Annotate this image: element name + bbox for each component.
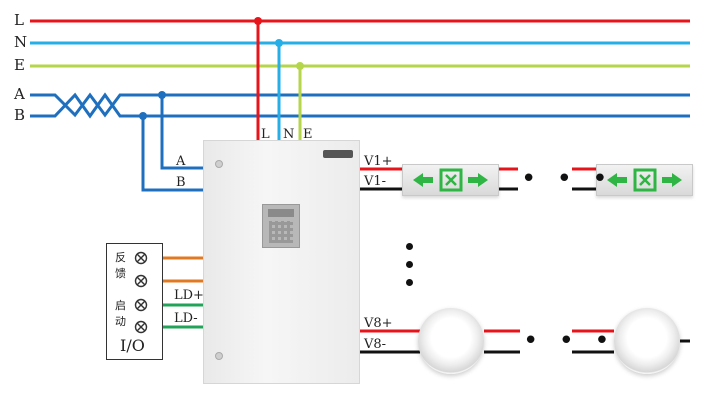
vertical-dot-1 (406, 243, 413, 250)
terminal-E: E (303, 127, 313, 142)
ld-plus-label: LD+ (174, 288, 204, 303)
vertical-dot-3 (406, 279, 413, 286)
label-B: B (14, 106, 26, 124)
io-title: I/O (120, 336, 145, 355)
junction-N (275, 39, 283, 47)
exit-sign-1 (402, 164, 499, 196)
exit-sign-icon (413, 168, 488, 192)
v8-plus-label: V8+ (364, 316, 393, 331)
io-module (106, 243, 163, 360)
feedback-char-1: 反 (115, 251, 126, 264)
junction-B (139, 112, 147, 120)
ld-minus-label: LD- (174, 311, 198, 326)
v8-minus-label: V8- (364, 337, 387, 352)
continuation-dots-row8: • • • (523, 326, 616, 356)
terminal-B: B (176, 175, 186, 190)
label-E: E (14, 56, 25, 74)
bus-line-B (30, 92, 690, 119)
downlight-1 (418, 308, 484, 374)
start-char-1: 启 (115, 299, 126, 312)
junction-E (296, 62, 304, 70)
terminal-N: N (283, 127, 295, 142)
terminal-icon (134, 251, 148, 334)
io-terminals (134, 251, 148, 334)
v1-plus-label: V1+ (364, 154, 393, 169)
drop-A (160, 95, 205, 170)
control-panel (203, 140, 360, 384)
exit-sign-2 (596, 164, 693, 196)
panel-screw-top (215, 160, 223, 168)
bus-line-A (30, 92, 690, 118)
feedback-char-2: 馈 (115, 267, 126, 280)
drop-B (141, 116, 205, 192)
label-N: N (14, 33, 28, 51)
junction-L (254, 17, 262, 25)
downlight-2 (614, 308, 680, 374)
terminal-A: A (176, 154, 186, 169)
panel-keypad (262, 204, 300, 248)
exit-sign-icon (607, 168, 682, 192)
label-A: A (14, 85, 25, 103)
v1-minus-label: V1- (364, 174, 387, 189)
panel-brand-logo (323, 150, 353, 158)
continuation-dots-row1: • • • (521, 164, 614, 194)
junction-A (158, 91, 166, 99)
start-char-2: 动 (115, 315, 126, 328)
vertical-dot-2 (406, 261, 413, 268)
label-L: L (14, 11, 24, 29)
panel-screw-bottom (215, 352, 223, 360)
terminal-L: L (261, 127, 270, 142)
